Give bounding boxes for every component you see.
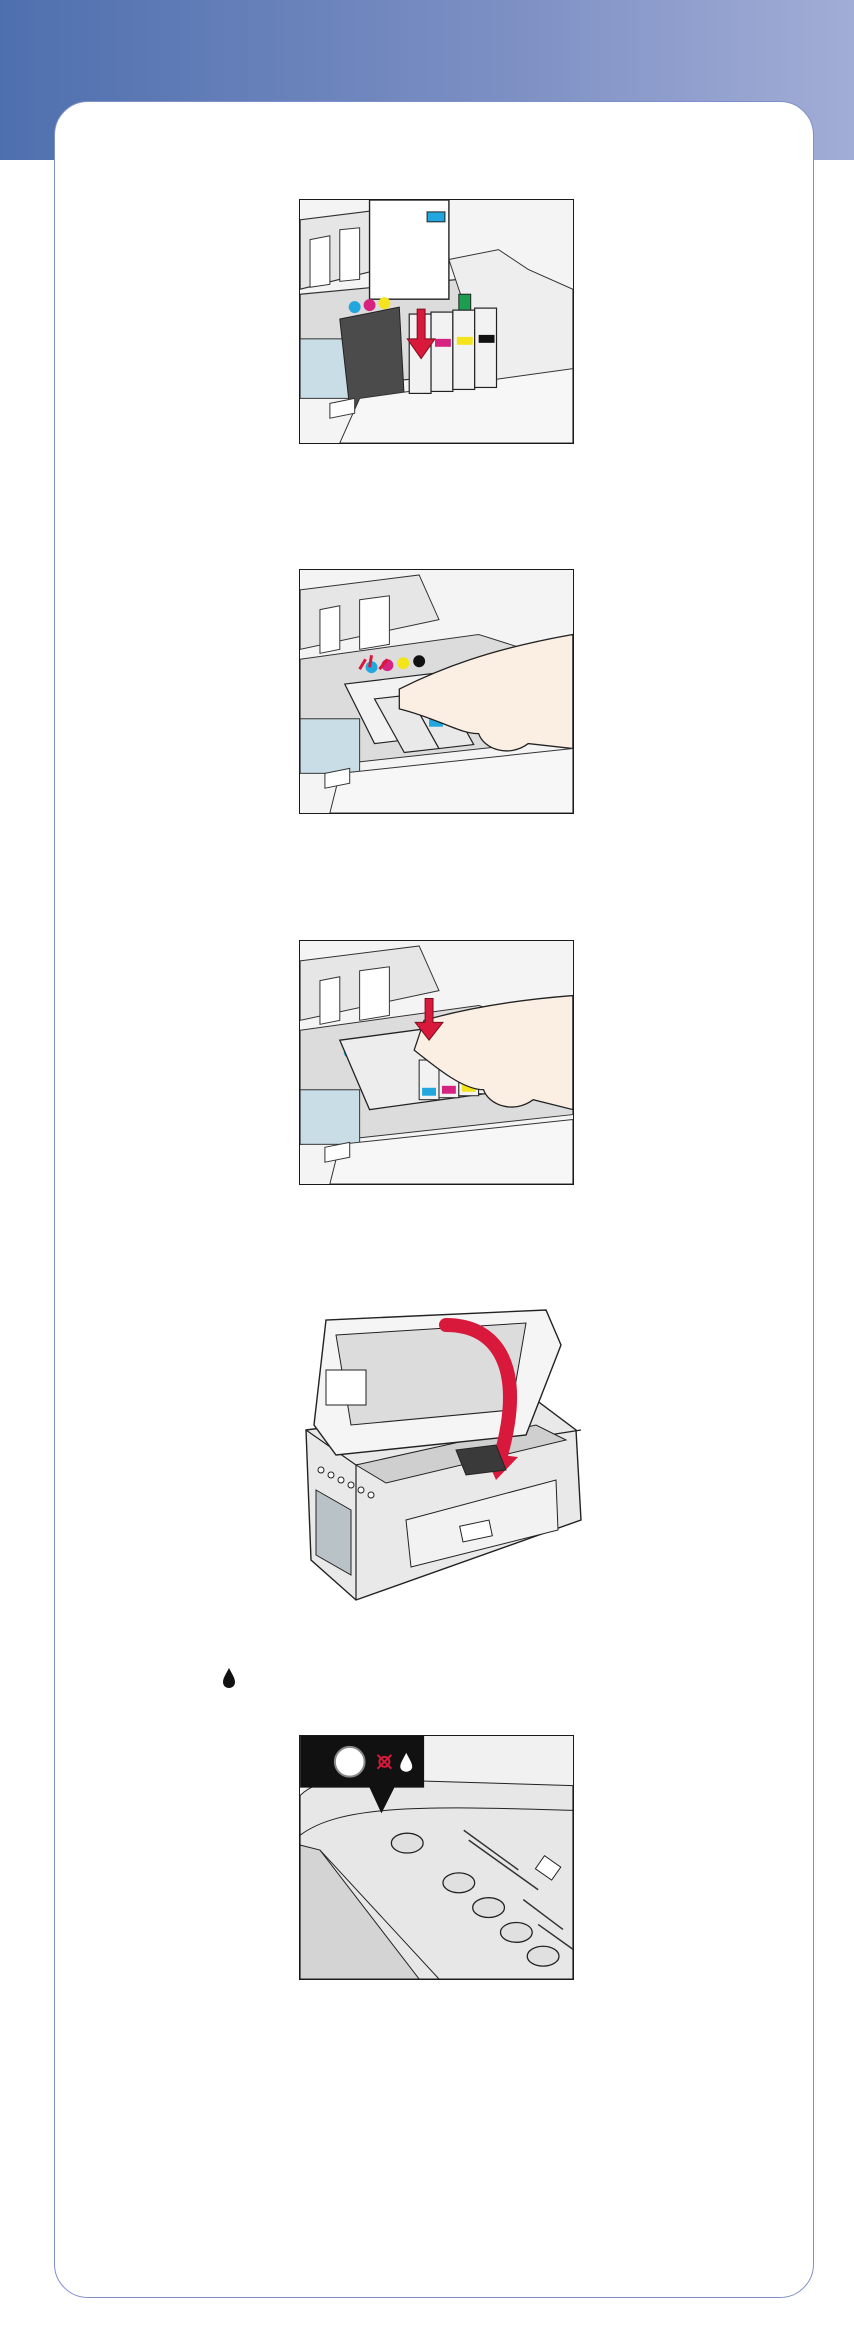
cartridge-insert-svg — [300, 200, 573, 443]
ink-drop-icon — [220, 1667, 238, 1689]
press-cartridge-illustration — [299, 569, 574, 814]
control-panel-illustration — [299, 1735, 574, 1980]
press-cartridge-svg — [300, 570, 573, 813]
press-holder-svg — [300, 941, 573, 1184]
close-scanner-illustration — [296, 1305, 586, 1610]
press-holder-illustration — [299, 940, 574, 1185]
cartridge-insert-illustration — [299, 199, 574, 444]
control-panel-svg — [300, 1736, 573, 1979]
close-scanner-svg — [296, 1305, 586, 1610]
